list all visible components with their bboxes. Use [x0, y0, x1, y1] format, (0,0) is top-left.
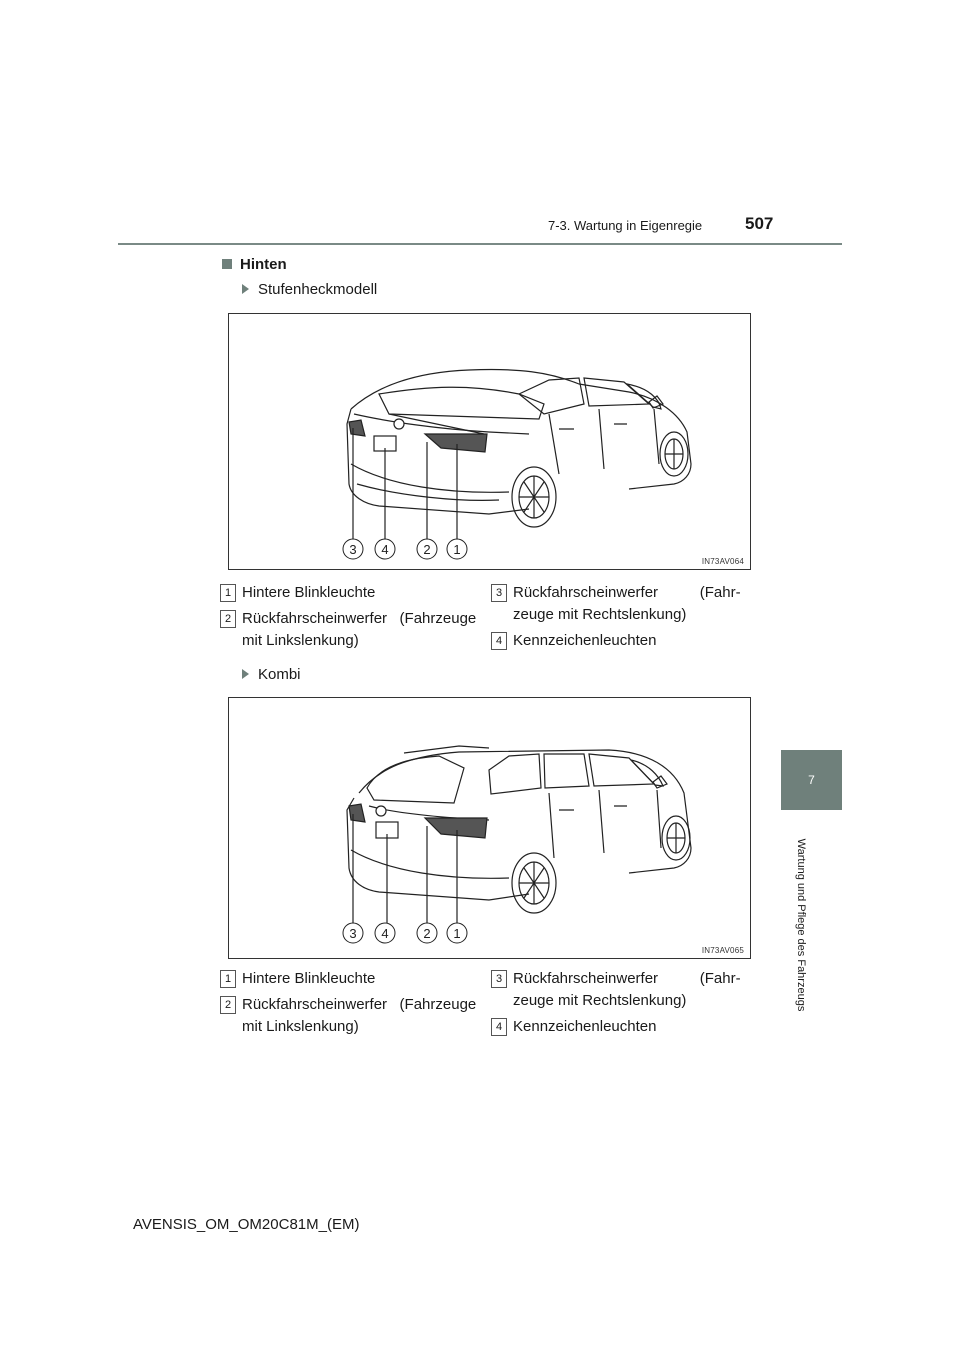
legend-item-2: 2 Rückfahrscheinwerfer (Fahrzeuge mit Li…: [220, 608, 478, 652]
triangle-bullet-icon: [242, 284, 249, 295]
legend-text-line1: Rückfahrscheinwerfer (Fahr-: [513, 970, 741, 987]
number-badge: 1: [220, 584, 236, 602]
legend-text: Hintere Blinkleuchte: [242, 584, 376, 601]
header-section-title: 7-3. Wartung in Eigenregie: [548, 218, 703, 233]
figure-code: IN73AV064: [701, 557, 744, 566]
variant-label-text: Stufenheckmodell: [258, 281, 378, 298]
legend-text-line2: mit Linkslenkung): [242, 1018, 359, 1035]
legend-item-4: 4 Kennzeichenleuchten: [491, 1016, 749, 1038]
legend-text-line1: Rückfahrscheinwerfer (Fahr-: [513, 584, 741, 601]
legend-text-line2: zeuge mit Rechtslenkung): [513, 992, 687, 1009]
callout-2: 2: [423, 926, 430, 941]
number-badge: 3: [491, 584, 507, 602]
legend-item-3: 3 Rückfahrscheinwerfer (Fahr- zeuge mit …: [491, 582, 749, 626]
chapter-tab[interactable]: 7: [781, 750, 842, 810]
variant-label-kombi: Kombi: [242, 666, 301, 683]
number-badge: 4: [491, 632, 507, 650]
legend-text: Kennzeichenleuchten: [513, 632, 657, 649]
legend-item-4: 4 Kennzeichenleuchten: [491, 630, 749, 652]
number-badge: 1: [220, 970, 236, 988]
legend-text-line2: zeuge mit Rechtslenkung): [513, 606, 687, 623]
number-badge: 2: [220, 610, 236, 628]
callout-1: 1: [453, 542, 460, 557]
callout-3: 3: [349, 542, 356, 557]
legend-item-3: 3 Rückfahrscheinwerfer (Fahr- zeuge mit …: [491, 968, 749, 1012]
callout-4: 4: [381, 926, 388, 941]
legend-text-line1: Rückfahrscheinwerfer (Fahrzeuge: [242, 610, 477, 627]
kombi-rear-illustration: 3 4 2 1: [342, 745, 692, 944]
callout-1: 1: [453, 926, 460, 941]
number-badge: 2: [220, 996, 236, 1014]
legend-text-line2: mit Linkslenkung): [242, 632, 359, 649]
callout-2: 2: [423, 542, 430, 557]
number-badge: 3: [491, 970, 507, 988]
sedan-rear-illustration: 3 4 2 1: [342, 368, 692, 560]
section-heading-text: Hinten: [240, 256, 287, 273]
page-number: 507: [745, 214, 774, 233]
figure-sedan: 3 4 2 1 IN73AV064: [228, 313, 751, 570]
legend-item-1: 1 Hintere Blinkleuchte: [220, 582, 475, 604]
square-bullet-icon: [222, 259, 232, 270]
legend-item-2: 2 Rückfahrscheinwerfer (Fahrzeuge mit Li…: [220, 994, 478, 1038]
callout-4: 4: [381, 542, 388, 557]
legend-text: Kennzeichenleuchten: [513, 1018, 657, 1035]
legend-text-line1: Rückfahrscheinwerfer (Fahrzeuge: [242, 996, 477, 1013]
figure-code: IN73AV065: [701, 946, 744, 955]
section-heading: Hinten: [222, 256, 287, 273]
number-badge: 4: [491, 1018, 507, 1036]
chapter-title: Wartung und Pflege des Fahrzeugs: [795, 838, 807, 1012]
callout-3: 3: [349, 926, 356, 941]
footer-doc-code: AVENSIS_OM_OM20C81M_(EM): [133, 1216, 360, 1233]
chapter-title-wrap: Wartung und Pflege des Fahrzeugs: [790, 820, 812, 1030]
variant-label-sedan: Stufenheckmodell: [242, 281, 377, 298]
header-divider: [118, 243, 842, 245]
legend-item-1: 1 Hintere Blinkleuchte: [220, 968, 475, 990]
figure-kombi: 3 4 2 1 IN73AV065: [228, 697, 751, 959]
legend-text: Hintere Blinkleuchte: [242, 970, 376, 987]
variant-label-text: Kombi: [258, 666, 301, 683]
triangle-bullet-icon: [242, 669, 249, 680]
